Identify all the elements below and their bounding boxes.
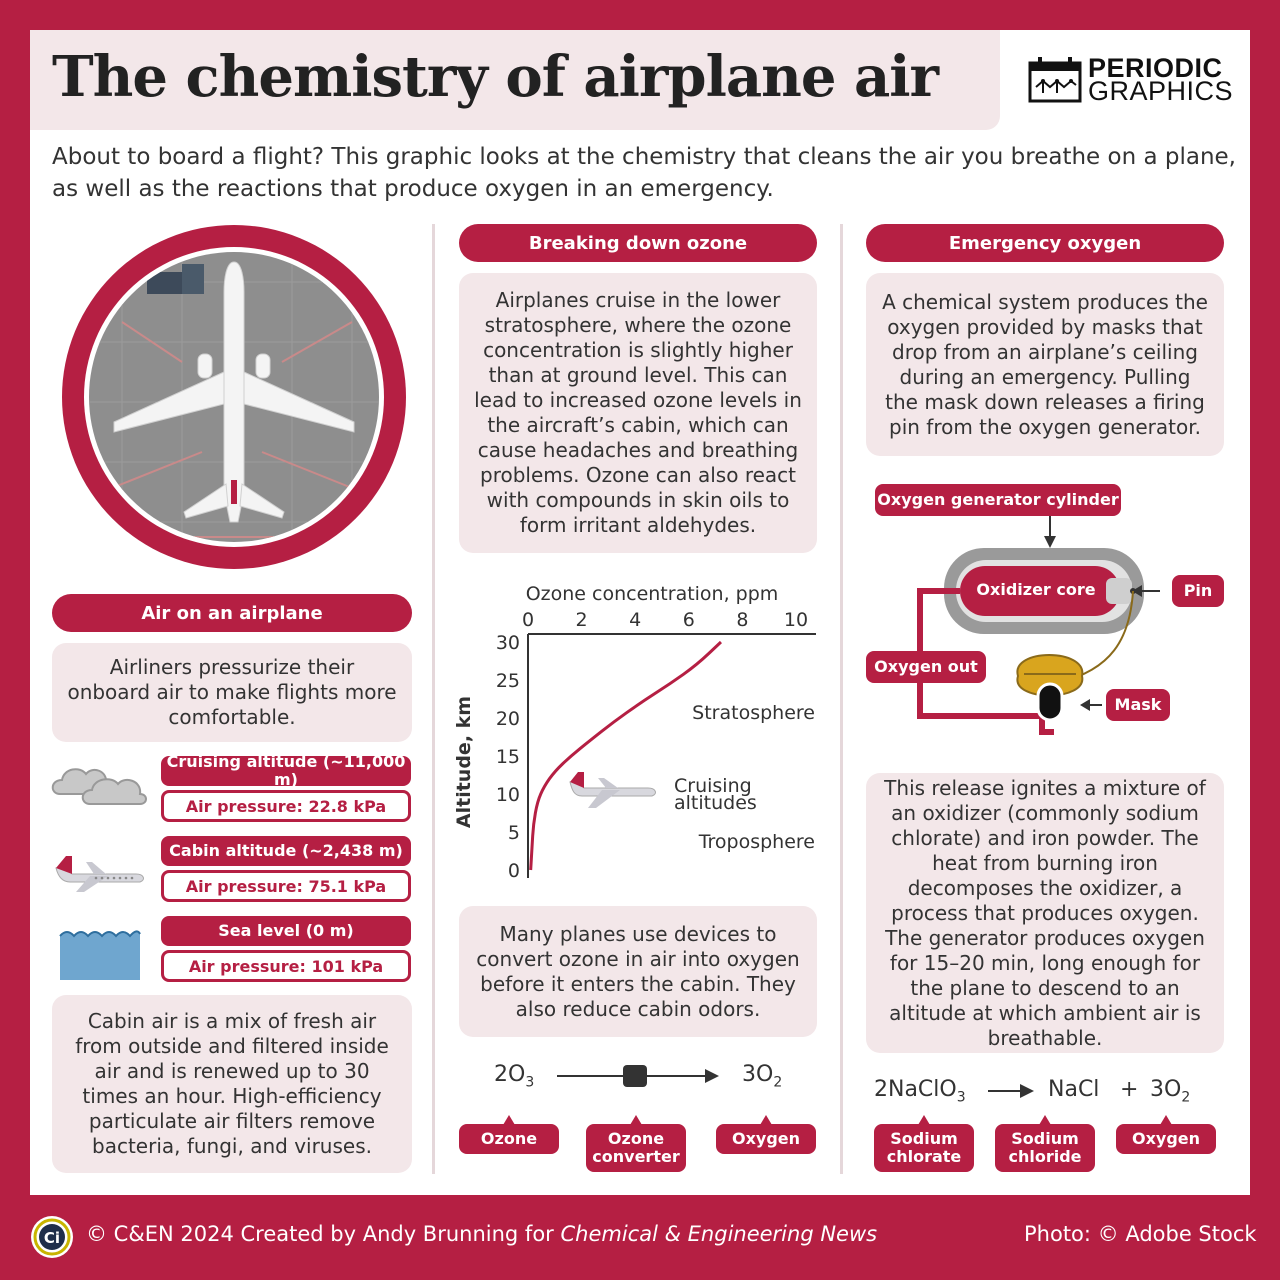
ozone-reaction-arrow: [557, 1065, 719, 1087]
ozone-reactant: 2O3: [494, 1062, 535, 1091]
sea-level-pressure-label: Air pressure: 101 kPa: [161, 950, 411, 982]
ozone-converter-tag: Ozone converter: [586, 1115, 686, 1172]
release-text: This release ignites a mixture of an oxi…: [884, 775, 1206, 1050]
x-tick-label: 8: [736, 609, 748, 631]
calendar-molecule-icon: [1028, 57, 1082, 103]
column-divider-right: [840, 224, 843, 1174]
oxygen-product: 3O2: [1150, 1077, 1191, 1106]
logo-line2: GRAPHICS: [1088, 76, 1234, 106]
cabin-pressure-label: Air pressure: 75.1 kPa: [161, 870, 411, 902]
pin-label: Pin: [1172, 575, 1224, 607]
footer-credit: © C&EN 2024 Created by Andy Brunning for…: [86, 1222, 877, 1246]
page-title: The chemistry of airplane air: [52, 44, 939, 110]
emergency-text: A chemical system produces the oxygen pr…: [882, 289, 1208, 439]
plus-sign: +: [1120, 1077, 1139, 1102]
svg-text:Ci: Ci: [44, 1229, 60, 1247]
air-on-airplane-header: Air on an airplane: [52, 594, 412, 632]
generator-cylinder-label: Oxygen generator cylinder: [875, 484, 1121, 516]
cruising-altitude-label: Cruising altitude (~11,000 m): [161, 753, 411, 789]
ozone-product: 3O2: [742, 1062, 783, 1091]
periodic-graphics-logo: PERIODIC GRAPHICS: [1028, 53, 1233, 106]
sea-level-label: Sea level (0 m): [161, 916, 411, 946]
oxidizer-core: [960, 566, 1120, 616]
converter-text: Many planes use devices to convert ozone…: [476, 921, 800, 1021]
chart-title: Ozone concentration, ppm: [526, 583, 779, 605]
sea-water-icon: [59, 930, 141, 980]
oxidizer-core-label: Oxidizer core: [976, 580, 1096, 599]
intro-text: About to board a flight? This graphic lo…: [52, 144, 1236, 202]
troposphere-label: Troposphere: [698, 831, 815, 853]
breaking-down-ozone-header: Breaking down ozone: [459, 224, 817, 262]
logo-line1: PERIODIC: [1088, 53, 1223, 83]
y-tick-label: 25: [496, 670, 520, 692]
title-band: [30, 30, 1000, 130]
y-tick-label: 20: [496, 708, 520, 730]
emergency-text-box: A chemical system produces the oxygen pr…: [866, 273, 1224, 456]
release-text-box: This release ignites a mixture of an oxi…: [866, 773, 1224, 1053]
cabin-air-text: Cabin air is a mix of fresh air from out…: [75, 1009, 389, 1158]
sodium-chloride-tag: Sodium chloride: [995, 1115, 1095, 1172]
oxygen-tag-right: Oxygen: [1116, 1115, 1216, 1154]
oxygen-generator-diagram: [917, 516, 1160, 735]
cabin-altitude-label: Cabin altitude (~2,438 m): [161, 836, 411, 866]
chlorate-reaction-arrow: [988, 1084, 1034, 1098]
oxygen-tube: [917, 588, 1054, 735]
mask-label: Mask: [1106, 689, 1170, 721]
ozone-tag: Ozone: [459, 1115, 559, 1154]
airplane-side-icon: [55, 856, 144, 892]
y-tick-label: 5: [508, 822, 520, 844]
converter-text-box: Many planes use devices to convert ozone…: [459, 906, 817, 1037]
firing-pin: [1106, 578, 1132, 604]
cruising-label-line1: Cruising: [674, 775, 752, 797]
x-tick-label: 0: [522, 609, 534, 631]
cruising-pressure-label: Air pressure: 22.8 kPa: [161, 790, 411, 822]
x-tick-label: 6: [683, 609, 695, 631]
pressurize-text-box: Airliners pressurize their onboard air t…: [52, 643, 412, 742]
y-tick-label: 10: [496, 784, 520, 806]
footer-publication: Chemical & Engineering News: [560, 1222, 878, 1246]
x-tick-label: 10: [784, 609, 808, 631]
footer-photo-credit: Photo: © Adobe Stock: [1024, 1222, 1257, 1246]
airplane-top-view-image: [62, 225, 406, 569]
chlorate-reactant: 2NaClO3: [874, 1077, 966, 1106]
column-divider-left: [432, 224, 435, 1174]
cabin-air-text-box: Cabin air is a mix of fresh air from out…: [52, 995, 412, 1173]
ozone-altitude-chart: Ozone concentration, ppm Altitude, km 0 2…: [453, 583, 816, 882]
oxygen-tag-middle: Oxygen: [716, 1115, 816, 1154]
stratosphere-label: Stratosphere: [692, 702, 815, 724]
sodium-chlorate-tag: Sodium chlorate: [874, 1115, 974, 1172]
y-tick-label: 0: [508, 860, 520, 882]
ozone-profile-line: [529, 640, 722, 871]
cruising-label-line2: altitudes: [674, 792, 757, 814]
pressurize-text: Airliners pressurize their onboard air t…: [67, 655, 397, 729]
y-tick-label: 15: [496, 746, 520, 768]
cen-logo-icon: Ci: [31, 1216, 73, 1258]
oxygen-mask: [1016, 654, 1084, 697]
y-tick-label: 30: [496, 632, 520, 654]
cruising-airplane-icon: [569, 772, 656, 808]
ozone-text: Airplanes cruise in the lower stratosphe…: [474, 288, 802, 537]
y-axis-title: Altitude, km: [453, 696, 475, 828]
ozone-text-box: Airplanes cruise in the lower stratosphe…: [459, 273, 817, 553]
clouds-icon: [51, 768, 147, 805]
x-tick-label: 2: [576, 609, 588, 631]
x-tick-label: 4: [629, 609, 641, 631]
sodium-chloride-product: NaCl: [1048, 1077, 1100, 1102]
footer-credit-prefix: © C&EN 2024 Created by Andy Brunning for: [86, 1222, 554, 1246]
oxygen-out-label: Oxygen out: [866, 651, 986, 683]
converter-device-icon: [623, 1065, 647, 1087]
emergency-oxygen-header: Emergency oxygen: [866, 224, 1224, 262]
